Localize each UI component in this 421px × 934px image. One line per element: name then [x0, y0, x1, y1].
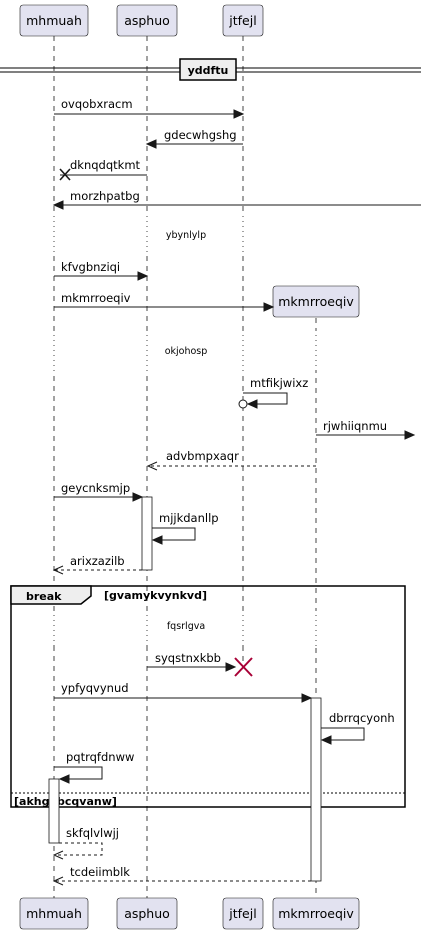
- message-gdecwhgshg[interactable]: gdecwhgshg: [145, 128, 243, 149]
- participant-mkmrroeqiv-created[interactable]: mkmrroeqiv: [272, 285, 360, 318]
- message-rjwhiiqnmu[interactable]: rjwhiiqnmu: [316, 419, 416, 440]
- participant-label: asphuo: [124, 906, 170, 921]
- message-ypfyqvynud[interactable]: ypfyqvynud: [54, 681, 313, 703]
- participants-bottom: mhmuah asphuo jtfejl mkmrroeqiv: [19, 897, 360, 930]
- participant-asphuo-bottom[interactable]: asphuo: [116, 897, 178, 930]
- found-circle-icon: [238, 399, 248, 409]
- messages-activation: geycnksmjp mjjkdanllp arixzazilb: [52, 481, 219, 575]
- participant-label: jtfejl: [228, 906, 256, 921]
- message-label: kfvgbnziqi: [61, 260, 120, 274]
- destroy-x-icon: [234, 657, 253, 677]
- group-condition: [gvamykvynkvd]: [104, 589, 207, 602]
- message-skfqlvlwjj[interactable]: skfqlvlwjj: [52, 826, 119, 860]
- message-label: gdecwhgshg: [164, 128, 237, 142]
- message-kfvgbnziqi[interactable]: kfvgbnziqi: [54, 260, 149, 281]
- activation-asphuo: [141, 496, 153, 571]
- message-geycnksmjp[interactable]: geycnksmjp: [54, 481, 144, 502]
- delay-3: fqsrlgva: [13, 610, 403, 646]
- section-title: yddftu: [188, 64, 229, 77]
- message-advbmpxaqr[interactable]: advbmpxaqr: [146, 449, 316, 471]
- messages: ovqobxracm gdecwhgshg dknqdqtkmt morzhpa…: [52, 97, 421, 471]
- message-label: pqtrqfdnww: [66, 750, 134, 764]
- activation-mhmuah: [48, 778, 60, 844]
- message-label: tcdeiimblk: [70, 865, 130, 879]
- participant-jtfejl-bottom[interactable]: jtfejl: [222, 897, 264, 930]
- message-label: skfqlvlwjj: [66, 826, 119, 840]
- participant-label: mkmrroeqiv: [278, 906, 354, 921]
- group-keyword: break: [26, 590, 62, 603]
- message-dknqdqtkmt[interactable]: dknqdqtkmt: [59, 158, 147, 181]
- message-label: arixzazilb: [70, 554, 125, 568]
- delay-label: fqsrlgva: [167, 621, 205, 632]
- participant-label: mhmuah: [26, 13, 82, 28]
- message-label: mkmrroeqiv: [61, 291, 131, 305]
- message-mtfikjwixz[interactable]: mtfikjwixz: [238, 376, 308, 409]
- participant-label: jtfejl: [228, 13, 256, 28]
- participant-jtfejl-top[interactable]: jtfejl: [222, 4, 264, 37]
- delay-2: okjohosp: [0, 330, 421, 370]
- message-ovqobxracm[interactable]: ovqobxracm: [54, 97, 245, 119]
- participant-label: asphuo: [124, 13, 170, 28]
- message-label: morzhpatbg: [70, 189, 140, 203]
- message-label: ovqobxracm: [61, 97, 133, 111]
- section-divider: yddftu: [0, 58, 421, 81]
- message-tcdeiimblk[interactable]: tcdeiimblk: [52, 865, 311, 886]
- participant-label: mkmrroeqiv: [278, 294, 354, 309]
- delay-label: okjohosp: [165, 346, 208, 357]
- message-arixzazilb[interactable]: arixzazilb: [52, 554, 142, 575]
- message-label: rjwhiiqnmu: [323, 419, 387, 433]
- participant-mhmuah-bottom[interactable]: mhmuah: [19, 897, 89, 930]
- message-label: dbrrqcyonh: [329, 711, 395, 725]
- message-label: dknqdqtkmt: [70, 158, 141, 172]
- participant-mkmrroeqiv-bottom[interactable]: mkmrroeqiv: [272, 897, 360, 930]
- message-create-mkmrroeqiv[interactable]: mkmrroeqiv: [54, 291, 275, 312]
- participant-mhmuah-top[interactable]: mhmuah: [19, 4, 89, 37]
- message-syqstnxkbb[interactable]: syqstnxkbb: [147, 651, 253, 677]
- delay-1: ybynlylp: [0, 216, 421, 252]
- message-label: ypfyqvynud: [61, 681, 129, 695]
- message-label: syqstnxkbb: [155, 651, 221, 665]
- message-label: geycnksmjp: [61, 481, 130, 495]
- message-pqtrqfdnww[interactable]: pqtrqfdnww: [54, 750, 134, 784]
- message-morzhpatbg[interactable]: morzhpatbg: [52, 189, 421, 210]
- message-mjjkdanllp[interactable]: mjjkdanllp: [151, 511, 219, 545]
- message-label: mjjkdanllp: [159, 511, 219, 525]
- message-label: mtfikjwixz: [250, 376, 308, 390]
- participant-asphuo-top[interactable]: asphuo: [116, 4, 178, 37]
- group-break: break [gvamykvynkvd] [akhgobcqvanw]: [10, 585, 406, 808]
- participants-top: mhmuah asphuo jtfejl mkmrroeqiv: [19, 4, 360, 318]
- message-dbrrqcyonh[interactable]: dbrrqcyonh: [320, 711, 395, 745]
- messages-group: syqstnxkbb ypfyqvynud dbrrqcyonh pqtrqfd…: [52, 651, 395, 886]
- delay-label: ybynlylp: [166, 230, 206, 241]
- group-else-condition: [akhgobcqvanw]: [14, 795, 117, 808]
- activation-mkmrroeqiv: [310, 697, 322, 882]
- participant-label: mhmuah: [26, 906, 82, 921]
- message-label: advbmpxaqr: [166, 449, 239, 463]
